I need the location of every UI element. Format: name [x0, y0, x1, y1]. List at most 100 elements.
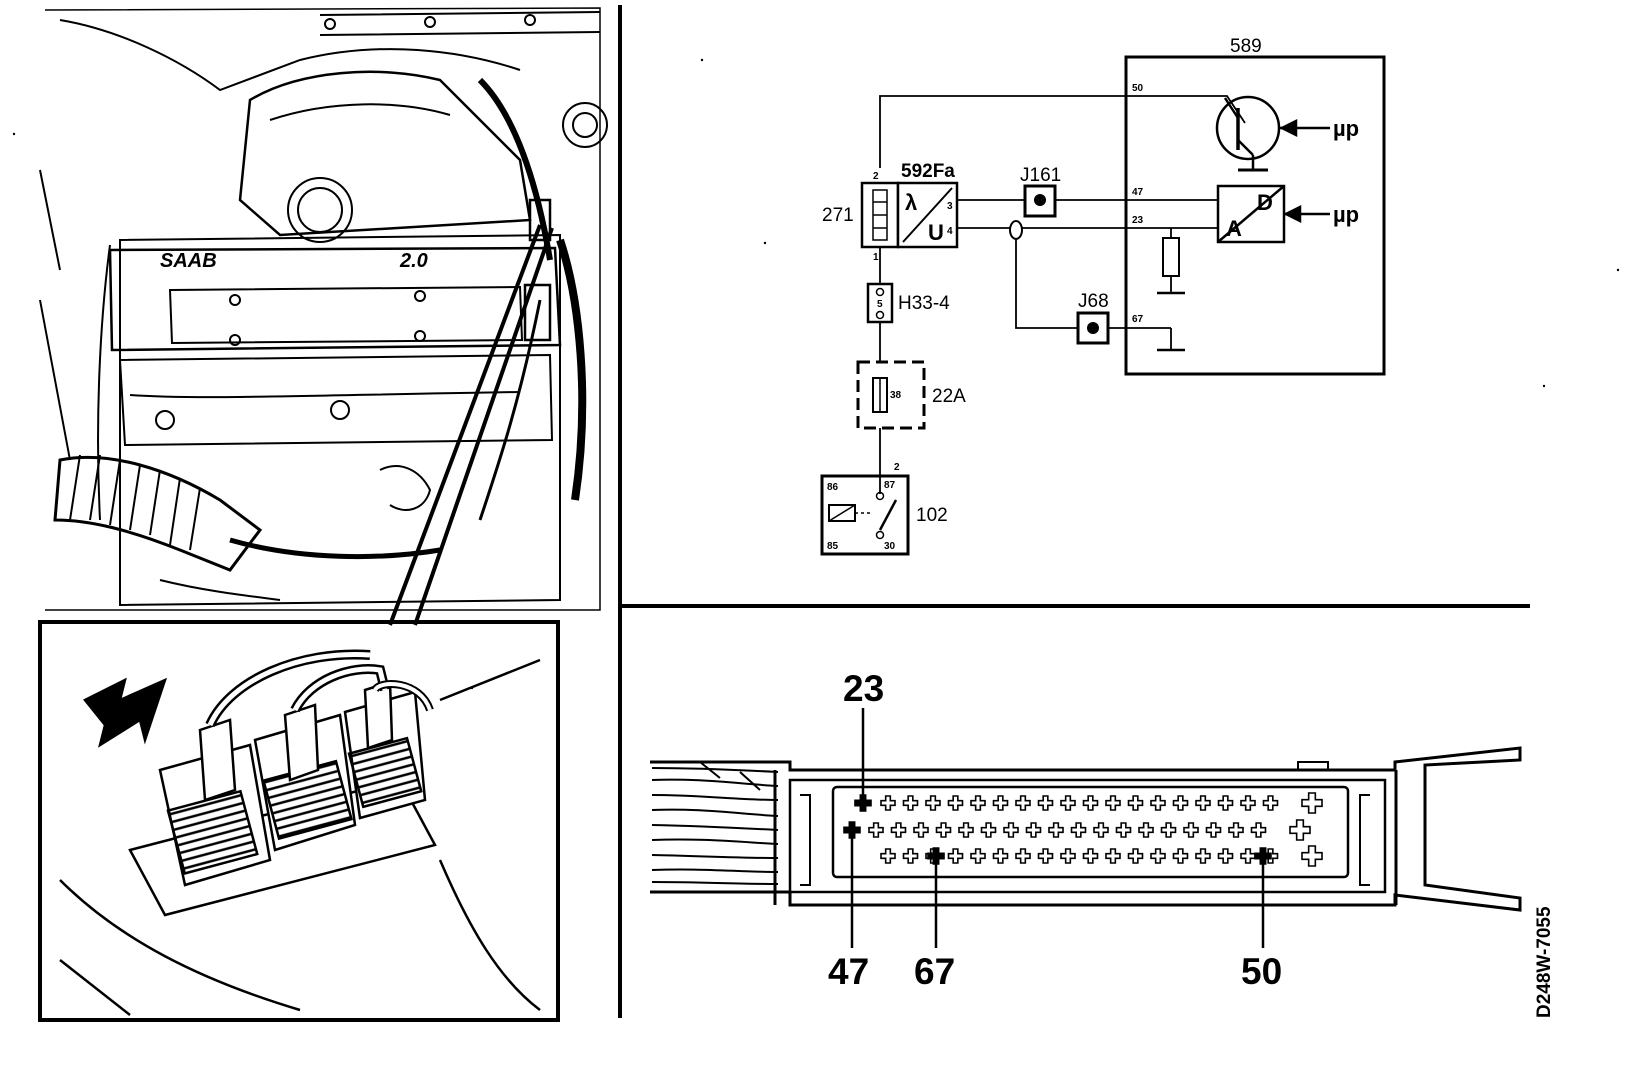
connector-pin	[1195, 795, 1211, 811]
pin-callout-67: 67	[914, 951, 955, 992]
connector-h33-label: H33-4	[898, 293, 950, 314]
u-symbol: U	[928, 220, 944, 245]
connector-j161: J161	[1020, 165, 1061, 218]
connector-pin	[935, 822, 952, 838]
connector-j161-label: J161	[1020, 165, 1061, 186]
connector-pin	[1217, 795, 1234, 811]
connector-pin	[947, 795, 964, 811]
connector-j68-label: J68	[1078, 291, 1109, 312]
sensor-271: 271 2 1	[822, 171, 900, 263]
pin-callout-47: 47	[828, 951, 869, 992]
lambda-symbol: λ	[905, 190, 917, 215]
connector-pin	[1037, 848, 1054, 864]
ecu-589: 589 50 47 23 67	[1124, 36, 1386, 376]
transistor-symbol	[1215, 95, 1330, 172]
connector-pin	[1262, 795, 1279, 811]
pull-resistor	[1162, 237, 1180, 277]
connector-pin	[1240, 795, 1256, 811]
connector-pin	[1217, 848, 1234, 864]
engine-badge-brand: SAAB	[160, 250, 217, 272]
connector-pin	[1115, 822, 1132, 838]
connector-pin-used	[854, 794, 872, 812]
connector-pin	[1105, 848, 1121, 864]
relay-pin-87: 87	[884, 480, 896, 491]
connector-pin	[1150, 848, 1166, 864]
sensor-pin-bottom: 1	[873, 252, 879, 263]
connector-pin	[1240, 848, 1256, 864]
connector-pin	[947, 848, 964, 864]
connector-pin	[1060, 848, 1076, 864]
connector-pin	[1003, 822, 1019, 838]
connector-pin	[1172, 848, 1189, 864]
connector-pin	[992, 795, 1009, 811]
relay-pin-30: 30	[884, 541, 896, 552]
ecu-pin-23: 23	[1132, 215, 1144, 226]
connector-pin	[1301, 845, 1323, 867]
connector-pin	[1138, 822, 1154, 838]
ecu-label: 589	[1230, 36, 1262, 57]
connector-pin	[980, 822, 997, 838]
connector-pin	[1127, 795, 1144, 811]
lambda-probe-592fa: 592Fa λ U 3 4	[896, 161, 959, 249]
connector-pin	[958, 822, 974, 838]
connector-pin	[1070, 822, 1087, 838]
lambda-pin-3: 3	[947, 201, 953, 212]
engine-badge-displacement: 2.0	[399, 250, 428, 272]
transistor-output-label: µp	[1333, 116, 1359, 141]
connector-pin	[1228, 822, 1244, 838]
pin-callout-leaders	[850, 708, 1265, 948]
connector-h33-pin: 5	[877, 299, 883, 310]
connector-pin	[1250, 822, 1267, 838]
connector-pin	[1127, 848, 1144, 864]
zoom-pointer	[388, 224, 554, 626]
connector-pin	[902, 795, 919, 811]
ecu-connector-illustration	[650, 746, 1522, 912]
lambda-probe-label: 592Fa	[901, 161, 955, 182]
ecu-pin-50: 50	[1132, 83, 1144, 94]
adc-symbol	[1216, 184, 1330, 244]
connector-pin	[1093, 822, 1109, 838]
connector-pin	[992, 848, 1009, 864]
ecu-pin-47: 47	[1132, 187, 1144, 198]
connector-pin	[868, 822, 884, 838]
connector-pin	[1160, 822, 1177, 838]
connector-pin	[1150, 795, 1166, 811]
sensor-label: 271	[822, 205, 854, 226]
connector-pin	[1048, 822, 1064, 838]
connector-pin	[1082, 848, 1099, 864]
detail-inset-connectors	[59, 649, 541, 1016]
connector-pin	[1060, 795, 1076, 811]
connector-pin	[902, 848, 919, 864]
ecu-connector-pin-field	[843, 792, 1323, 867]
relay-pin-85: 85	[827, 541, 839, 552]
connector-pin	[1037, 795, 1054, 811]
connector-pin	[1183, 822, 1199, 838]
pin-callout-23: 23	[843, 668, 884, 709]
lambda-pin-4: 4	[947, 226, 953, 237]
relay-pin-86: 86	[827, 482, 839, 493]
adc-d-label: D	[1257, 190, 1273, 215]
connector-j68: J68	[1076, 291, 1110, 345]
scan-specks	[12, 58, 1620, 690]
fuse-pin: 38	[890, 390, 902, 401]
circuit-wires	[879, 95, 1246, 494]
connector-pin	[880, 848, 896, 864]
connector-pin	[1205, 822, 1222, 838]
connector-pin	[913, 822, 929, 838]
connector-pin	[1301, 792, 1323, 814]
connector-pin	[970, 795, 986, 811]
connector-h33-4: 5 H33-4	[866, 282, 950, 324]
figure-code: D248W-7055	[1534, 906, 1555, 1018]
connector-pin	[970, 848, 986, 864]
detail-inset-frame	[38, 620, 560, 1022]
shield-loop	[1009, 220, 1023, 240]
relay-pin-2: 2	[894, 462, 900, 473]
connector-pin	[890, 822, 907, 838]
connector-pin	[1082, 795, 1099, 811]
connector-pin	[1015, 795, 1031, 811]
connector-pin	[1172, 795, 1189, 811]
connector-pin	[1025, 822, 1042, 838]
connector-pin	[880, 795, 896, 811]
fuse-label: 22A	[932, 386, 966, 407]
